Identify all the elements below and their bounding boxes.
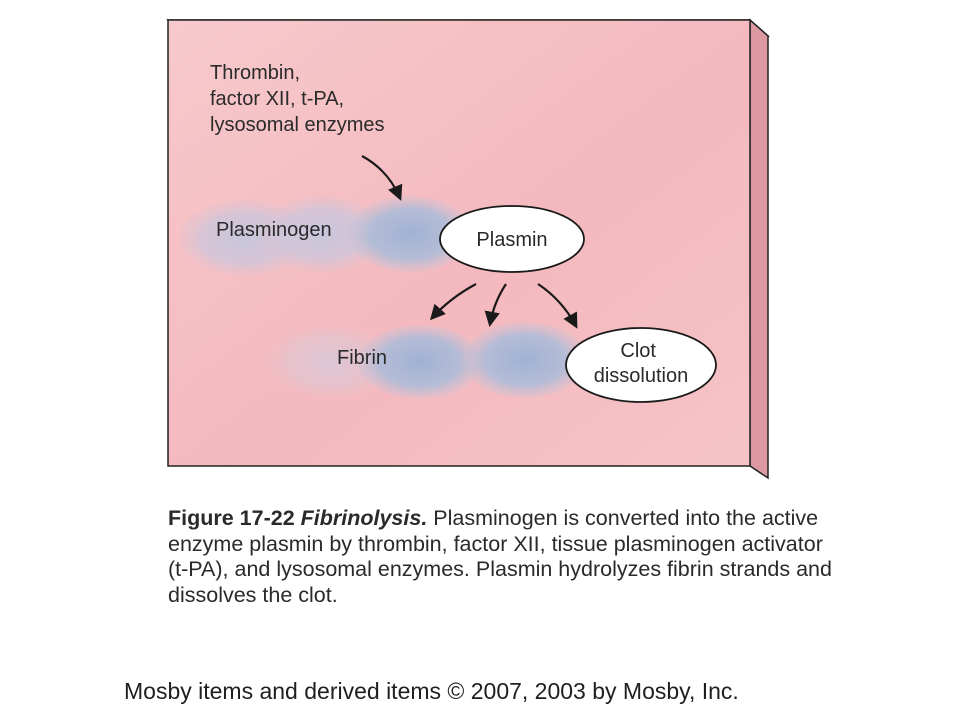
plasmin-arrow-middle [484,283,507,328]
clot-dissolution-oval [565,327,717,403]
caption-text: Plasminogen is converted into the active… [168,506,832,607]
figure-title: Fibrinolysis. [300,506,428,530]
plasminogen-blob-3 [348,196,472,272]
activators-line-1: Thrombin, [210,62,300,84]
activators-line-3: lysosomal enzymes [210,114,385,136]
plasmin-oval [439,205,585,273]
figure-caption: Figure 17-22 Fibrinolysis. Plasminogen i… [168,506,848,608]
plasmin-label: Plasmin [476,229,547,251]
fibrin-label: Fibrin [337,347,387,369]
figure-number: Figure 17-22 [168,506,295,530]
clot-dissolution-label: Clot dissolution [594,340,689,387]
activators-label: Thrombin, factor XII, t-PA, lysosomal en… [210,62,385,136]
fibrin-blob-1 [266,324,394,400]
plasminogen-label: Plasminogen [216,219,332,241]
activator-arrow [361,155,403,201]
plasminogen-blob-2 [260,196,384,272]
copyright-notice: Mosby items and derived items © 2007, 20… [124,678,739,704]
fibrin-blob-3 [463,322,587,398]
fibrin-blob-2 [358,325,482,399]
plasmin-arrow-right [537,283,578,329]
clot-line-2: dissolution [594,365,689,387]
clot-line-1: Clot [620,340,656,362]
panel-side-edge [749,18,769,480]
plasmin-arrow-left [429,283,477,321]
activators-line-2: factor XII, t-PA, [210,88,344,110]
fibrinolysis-diagram: Thrombin, factor XII, t-PA, lysosomal en… [166,18,770,480]
